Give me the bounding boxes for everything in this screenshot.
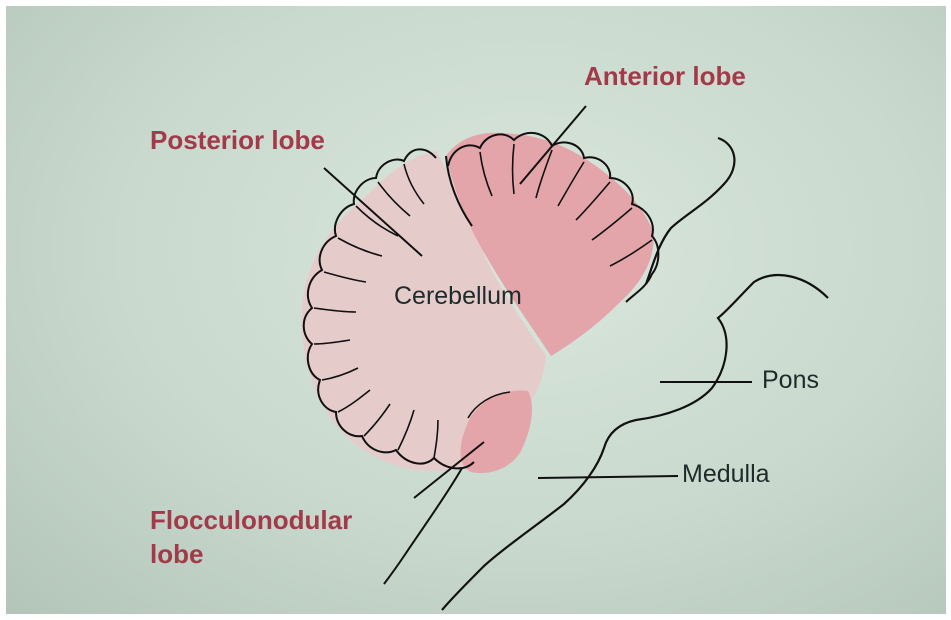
pons-label: Pons [762,366,819,395]
anterior-lobe-label: Anterior lobe [584,62,746,92]
flocculus-stalk [384,468,462,584]
flocculonodular-label-line1: Flocculonodular [150,506,352,536]
cerebellum-label: Cerebellum [394,282,522,311]
posterior-lobe-label: Posterior lobe [150,126,325,156]
flocculonodular-label-line2: lobe [150,540,203,570]
textbook-photo: Anterior lobe Posterior lobe Cerebellum … [6,6,946,614]
brainstem-upper-edge [646,138,734,284]
medulla-label: Medulla [682,460,770,489]
medulla-leader [538,476,678,478]
